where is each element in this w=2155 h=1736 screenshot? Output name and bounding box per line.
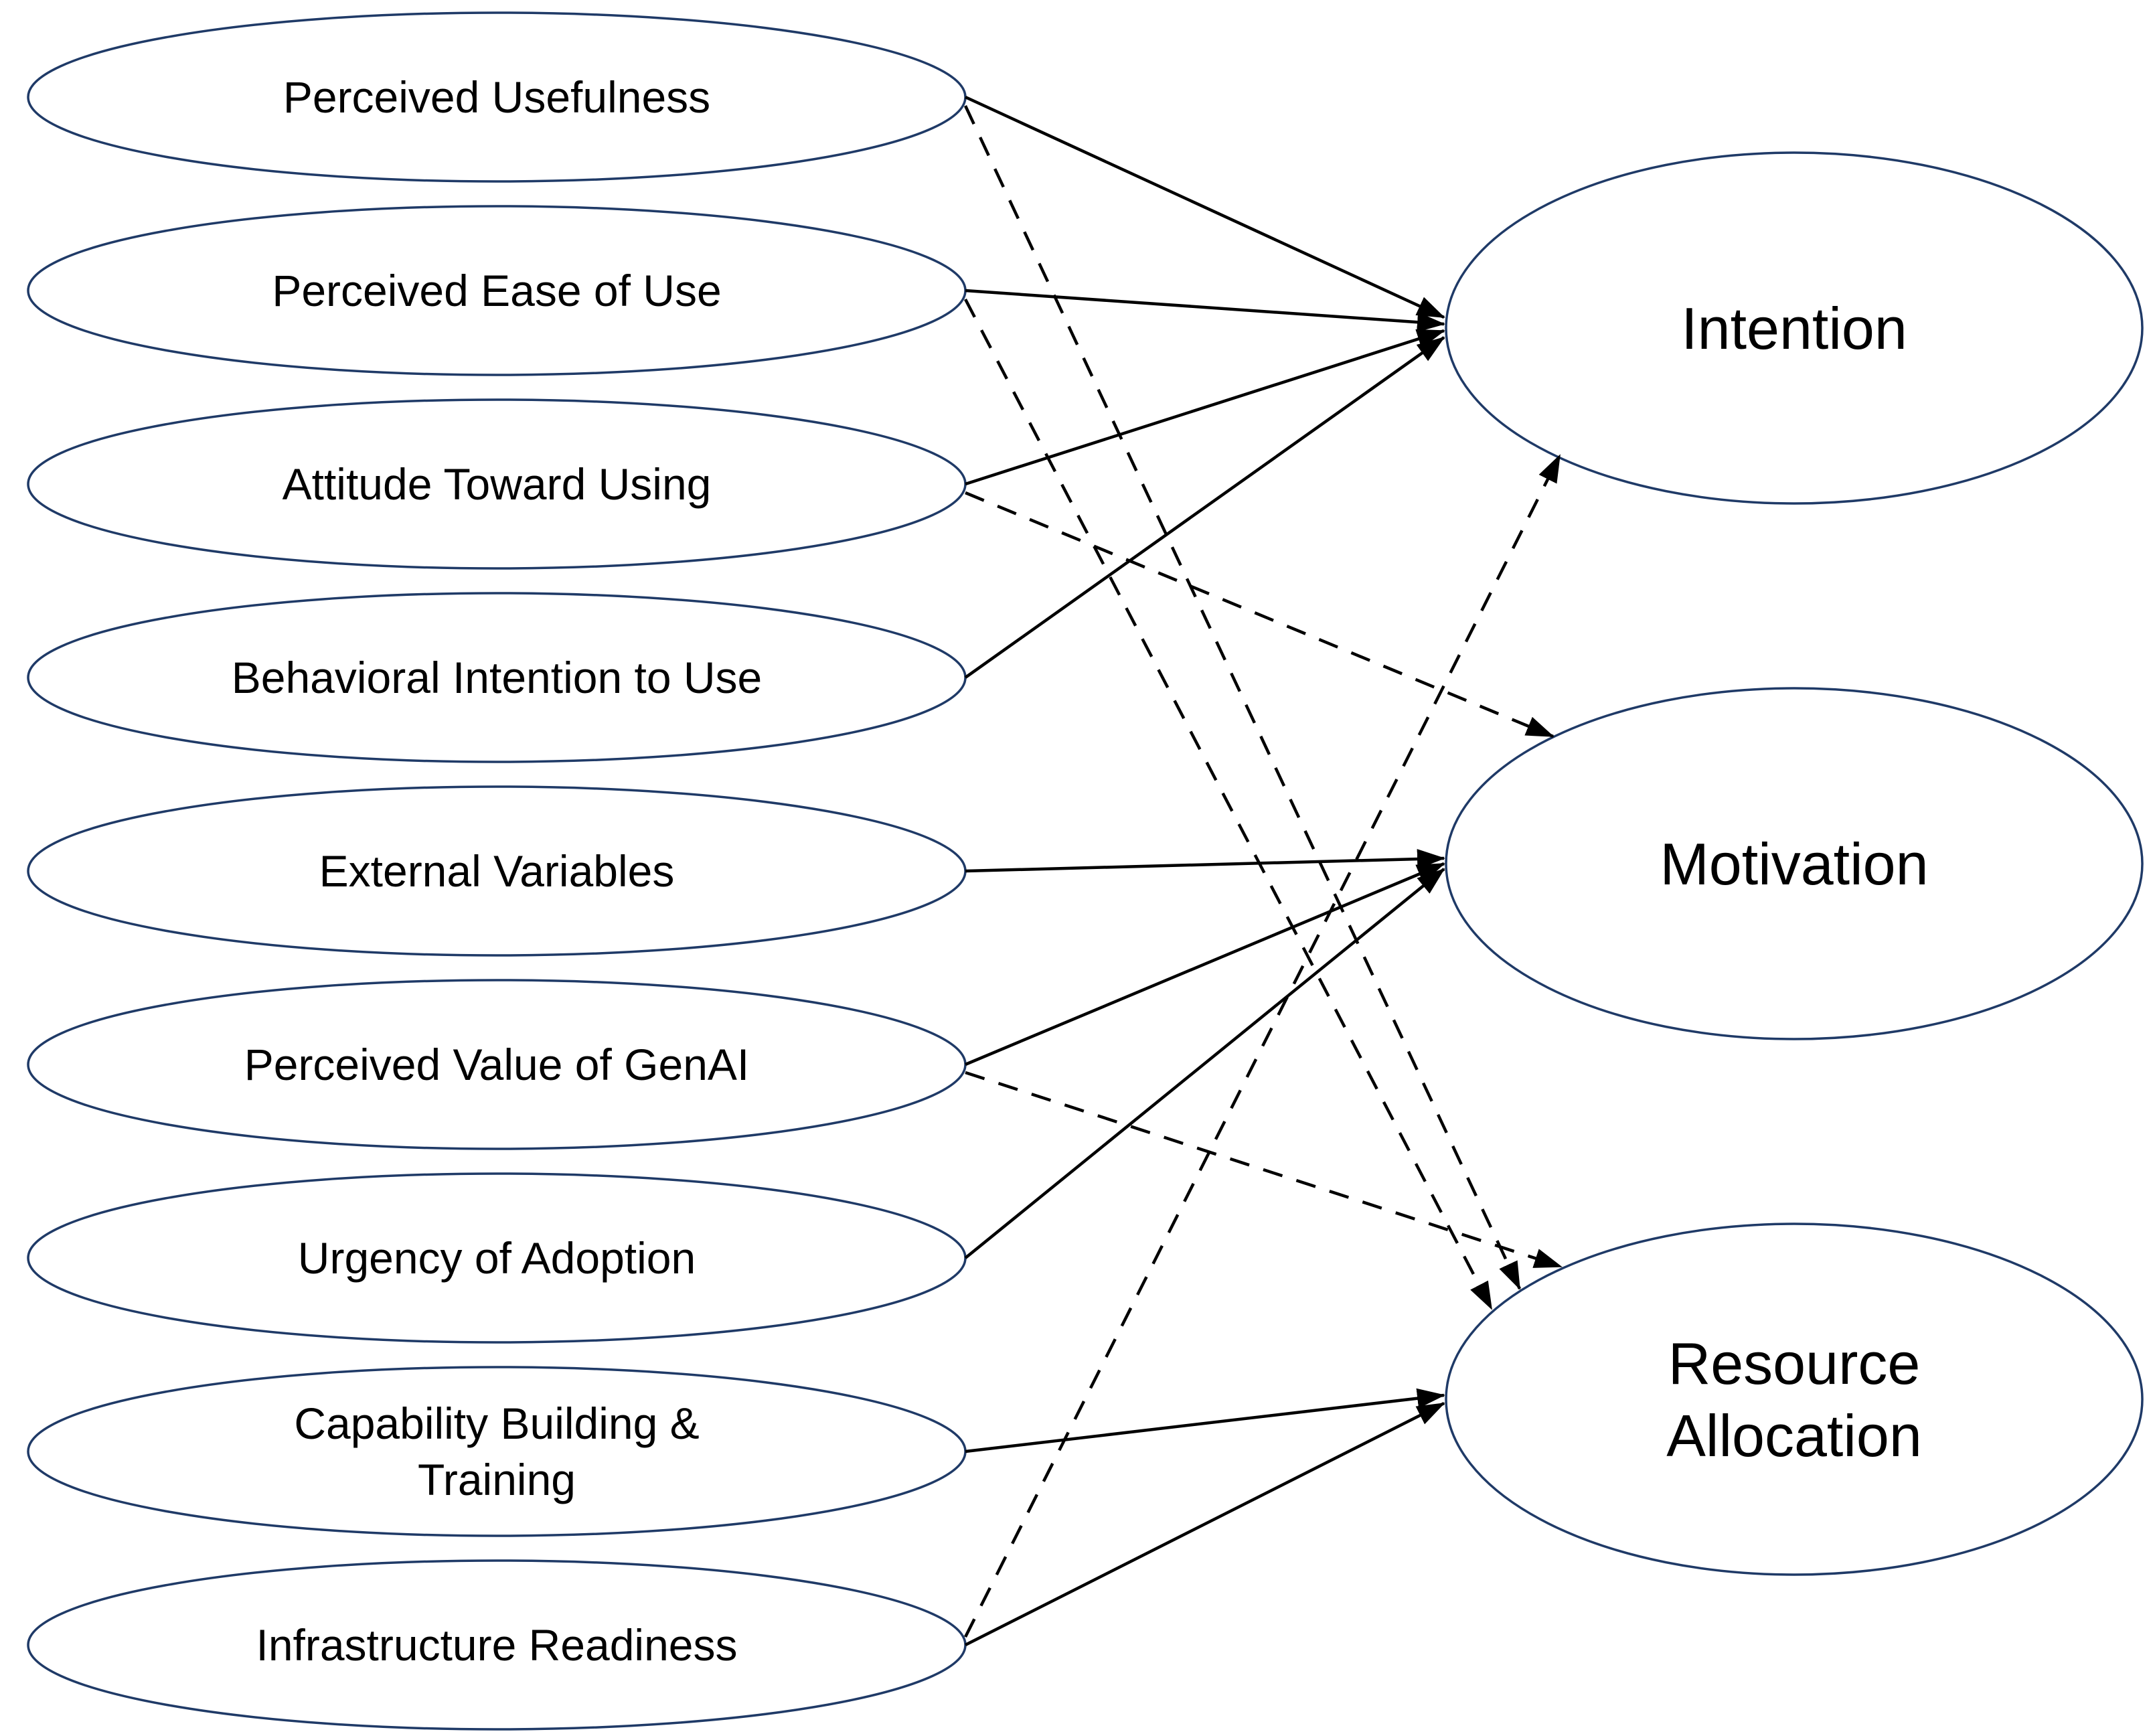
capability-building-training-label: Capability Building &Training [294, 1399, 699, 1504]
edge-infrastructure-readiness--resource-allocation-solid [964, 1401, 1445, 1647]
node-behavioral-intention-to-use: Behavioral Intention to Use [27, 592, 967, 763]
edge-perceived-usefulness--resource-allocation-dashed [963, 105, 1522, 1290]
node-perceived-ease-of-use: Perceived Ease of Use [27, 205, 967, 376]
edge-attitude-toward-using--intention-solid [965, 329, 1445, 486]
intention-label: Intention [1681, 295, 1907, 362]
node-perceived-value-of-genai: Perceived Value of GenAI [27, 979, 967, 1150]
edges-layer [963, 95, 1563, 1647]
edge-perceived-ease-of-use--intention-solid [965, 289, 1445, 333]
capability-building-training-ellipse [27, 1366, 967, 1537]
node-perceived-usefulness: Perceived Usefulness [27, 11, 967, 183]
attitude-toward-using-label: Attitude Toward Using [283, 459, 712, 509]
edge-perceived-ease-of-use--resource-allocation-dashed [964, 298, 1493, 1310]
external-variables-label: External Variables [319, 846, 675, 896]
node-urgency-of-adoption: Urgency of Adoption [27, 1172, 967, 1344]
urgency-of-adoption-label: Urgency of Adoption [298, 1233, 696, 1283]
perceived-ease-of-use-label: Perceived Ease of Use [272, 266, 721, 315]
edge-behavioral-intention-to-use--intention-solid [964, 336, 1445, 679]
perceived-usefulness-label: Perceived Usefulness [283, 72, 710, 122]
node-intention: Intention [1445, 151, 2144, 505]
resource-allocation-ellipse [1445, 1222, 2144, 1576]
edge-urgency-of-adoption--motivation-solid [964, 868, 1445, 1259]
edge-perceived-usefulness--intention-solid [965, 95, 1445, 319]
edge-infrastructure-readiness--intention-dashed [963, 454, 1562, 1638]
node-capability-building-training: Capability Building &Training [27, 1366, 967, 1537]
edge-capability-building-training--resource-allocation-solid [965, 1388, 1445, 1453]
intention-ellipse [1445, 151, 2144, 505]
perceived-value-of-genai-label: Perceived Value of GenAI [244, 1040, 750, 1089]
edge-perceived-value-of-genai--motivation-solid [965, 862, 1445, 1067]
infrastructure-readiness-label: Infrastructure Readiness [256, 1620, 737, 1670]
motivation-ellipse [1445, 687, 2144, 1040]
behavioral-intention-to-use-label: Behavioral Intention to Use [232, 653, 762, 702]
edge-external-variables--motivation-solid [965, 849, 1445, 873]
node-motivation: Motivation [1445, 687, 2144, 1040]
node-attitude-toward-using: Attitude Toward Using [27, 398, 967, 570]
edge-perceived-value-of-genai--resource-allocation-dashed [965, 1071, 1563, 1269]
motivation-label: Motivation [1660, 831, 1928, 897]
node-infrastructure-readiness: Infrastructure Readiness [27, 1559, 967, 1731]
node-external-variables: External Variables [27, 785, 967, 957]
edge-attitude-toward-using--motivation-dashed [965, 491, 1554, 738]
